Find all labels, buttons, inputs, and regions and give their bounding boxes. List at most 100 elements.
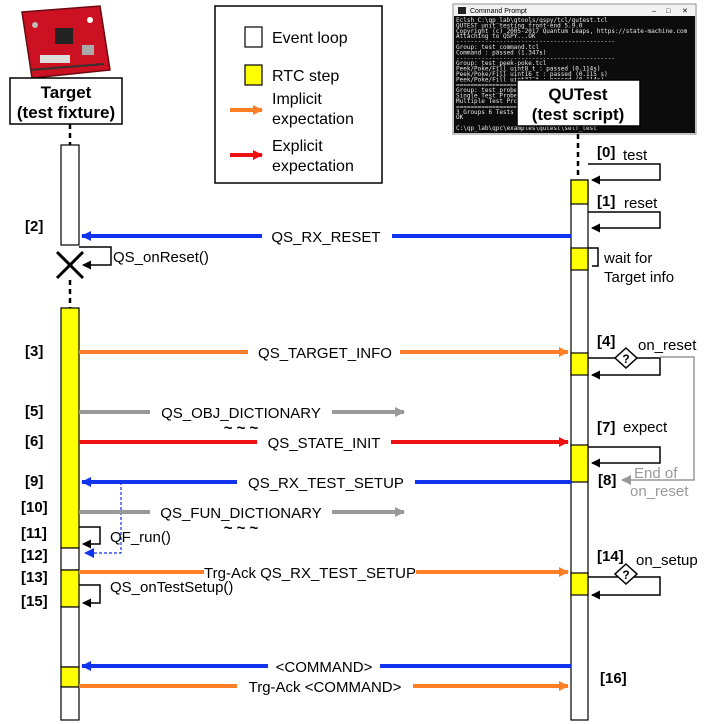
self-loop-reset — [588, 211, 661, 233]
note-reset: reset — [624, 195, 658, 212]
step-15: [15] — [21, 593, 48, 610]
qutest-rtc-step-3 — [570, 352, 589, 376]
self-loop-qs-ontestsetup — [79, 584, 101, 608]
terminal-line: OK — [456, 114, 464, 121]
terminal-app-icon — [458, 7, 466, 14]
legend-rtc-step: RTC step — [272, 68, 339, 85]
self-loop-test — [588, 163, 661, 185]
step-4: [4] — [597, 333, 615, 350]
qutest-rtc-step-1 — [570, 179, 589, 205]
on-reset-return-loop — [621, 356, 695, 485]
legend-event-loop: Event loop — [272, 30, 348, 47]
terminal-line: Eclsh C:\qp_lab\qtools/qspy/tcl/qutest.t… — [456, 17, 608, 24]
terminal-line: ----------------------------------------… — [456, 55, 615, 62]
terminal-line: Peek/Poke/Fill uint16_t : passed (0.115 … — [456, 71, 608, 78]
target-event-loop-3 — [60, 686, 80, 721]
terminal-line: Group: test_command.tcl — [456, 44, 539, 51]
target-activation-1 — [60, 144, 80, 246]
msg-command-label: <COMMAND> — [276, 659, 373, 676]
terminal-line: Attaching to QSPY...OK — [456, 33, 536, 40]
self-loop-expect — [588, 446, 661, 468]
qutest-title-line2: (test script) — [532, 105, 625, 124]
minimize-icon[interactable]: – — [652, 8, 656, 15]
msg-trg-ack-setup-bg — [204, 564, 416, 581]
terminal-line: Peek/Poke/Fill uint8_t : passed (0.114s) — [456, 66, 601, 73]
on-setup-decision-icon — [613, 562, 639, 586]
note-wait-1: wait for — [603, 250, 652, 267]
terminal-line: Group: test_peek-poke.tcl — [456, 60, 547, 67]
close-icon[interactable]: ✕ — [682, 8, 688, 15]
self-loop-wait — [588, 247, 599, 267]
terminal-line: QUTEST unit testing front-end 5.9.0 — [456, 22, 583, 29]
note-qf-run: QF_run() — [110, 529, 171, 546]
msg-trg-ack-command-label: Trg-Ack <COMMAND> — [249, 679, 402, 696]
legend-explicit-1: Explicit — [272, 138, 323, 155]
terminal-line: Copyright (c) 2005-2017 Quantum Leaps, h… — [456, 28, 688, 35]
on-reset-decision-mark: ? — [622, 352, 629, 366]
qutest-rtc-step-5 — [570, 572, 589, 596]
note-on-setup: on_setup — [636, 552, 698, 569]
reset-destroy-icon — [55, 250, 85, 280]
msg-fun-dictionary-bg — [150, 504, 332, 521]
note-qs-ontestsetup: QS_onTestSetup() — [110, 579, 233, 596]
on-reset-decision-icon — [613, 346, 639, 370]
step-9: [9] — [25, 473, 43, 490]
legend-explicit-2: expectation — [272, 158, 354, 175]
note-end-of-2: on_reset — [630, 483, 689, 500]
self-loop-qs-onreset — [79, 246, 112, 270]
msg-rx-test-setup-bg — [237, 474, 415, 491]
note-test: test — [623, 147, 648, 164]
msg-command-bg — [268, 658, 380, 675]
step-5: [5] — [25, 403, 43, 420]
msg-target-info-label: QS_TARGET_INFO — [258, 345, 392, 362]
legend-implicit-2: expectation — [272, 111, 354, 128]
target-rtc-step-3 — [60, 666, 80, 688]
target-title-line1: Target — [41, 83, 92, 102]
target-rtc-step-2 — [60, 569, 80, 608]
msg-trg-ack-setup-label: Trg-Ack QS_RX_TEST_SETUP — [204, 565, 416, 582]
legend-implicit-1: Implicit — [272, 91, 322, 108]
step-10: [10] — [21, 499, 48, 516]
circuit-board-icon — [21, 5, 111, 79]
msg-rx-test-setup-label: QS_RX_TEST_SETUP — [248, 475, 404, 492]
legend-event-loop-swatch — [244, 26, 263, 48]
terminal-line: ============================== — [456, 82, 565, 89]
qutest-rtc-step-2 — [570, 247, 589, 271]
target-title-line2: (test fixture) — [17, 103, 115, 122]
step-8: [8] — [598, 472, 616, 489]
target-event-loop-2 — [60, 606, 80, 668]
msg-state-init-label: QS_STATE_INIT — [268, 435, 381, 452]
step-11: [11] — [21, 525, 47, 542]
terminal-line: 3 Groups 6 Tests 0 F — [456, 109, 529, 116]
target-rtc-step-1 — [60, 307, 80, 549]
note-expect: expect — [623, 419, 668, 436]
terminal-line: Command : passed (1.347s) — [456, 49, 546, 56]
terminal-line: Group: test_probe.tcl — [456, 87, 532, 94]
command-prompt-window: Command Prompt – □ ✕ Eclsh C:\qp_lab\qto… — [452, 3, 697, 135]
msg-fun-dictionary-label: QS_FUN_DICTIONARY — [160, 505, 321, 522]
maximize-icon[interactable]: □ — [666, 8, 671, 15]
qutest-title-line1: QUTest — [548, 85, 608, 104]
step-12: [12] — [21, 547, 48, 564]
note-end-of-1: End of — [634, 465, 678, 482]
terminal-line: Single Test Probe : passed — [456, 93, 550, 100]
step-2: [2] — [25, 218, 43, 235]
terminal-line: ----------------------------------------… — [456, 39, 615, 46]
test-setup-dashed-link — [84, 482, 122, 558]
terminal-line: ============================== — [456, 103, 565, 110]
msg-obj-dictionary-label: QS_OBJ_DICTIONARY — [161, 405, 321, 422]
step-6: [6] — [25, 433, 43, 450]
msg-fun-dictionary-tilde: ~ ~ ~ — [224, 520, 259, 537]
msg-rx-reset-label: QS_RX_RESET — [271, 229, 380, 246]
note-qs-onreset: QS_onReset() — [113, 249, 209, 266]
terminal-title: Command Prompt — [470, 8, 527, 15]
self-loop-qf-run — [79, 526, 101, 549]
target-event-loop-1 — [60, 547, 80, 571]
terminal-line: C:\qp_lab\qpc\examples\qutest\self_test — [456, 125, 597, 132]
msg-obj-dictionary-tilde: ~ ~ ~ — [224, 420, 259, 437]
note-on-reset: on_reset — [638, 337, 697, 354]
qutest-rtc-step-4 — [570, 444, 589, 483]
msg-rx-reset-bg — [262, 228, 392, 245]
qutest-title-box — [516, 79, 641, 127]
